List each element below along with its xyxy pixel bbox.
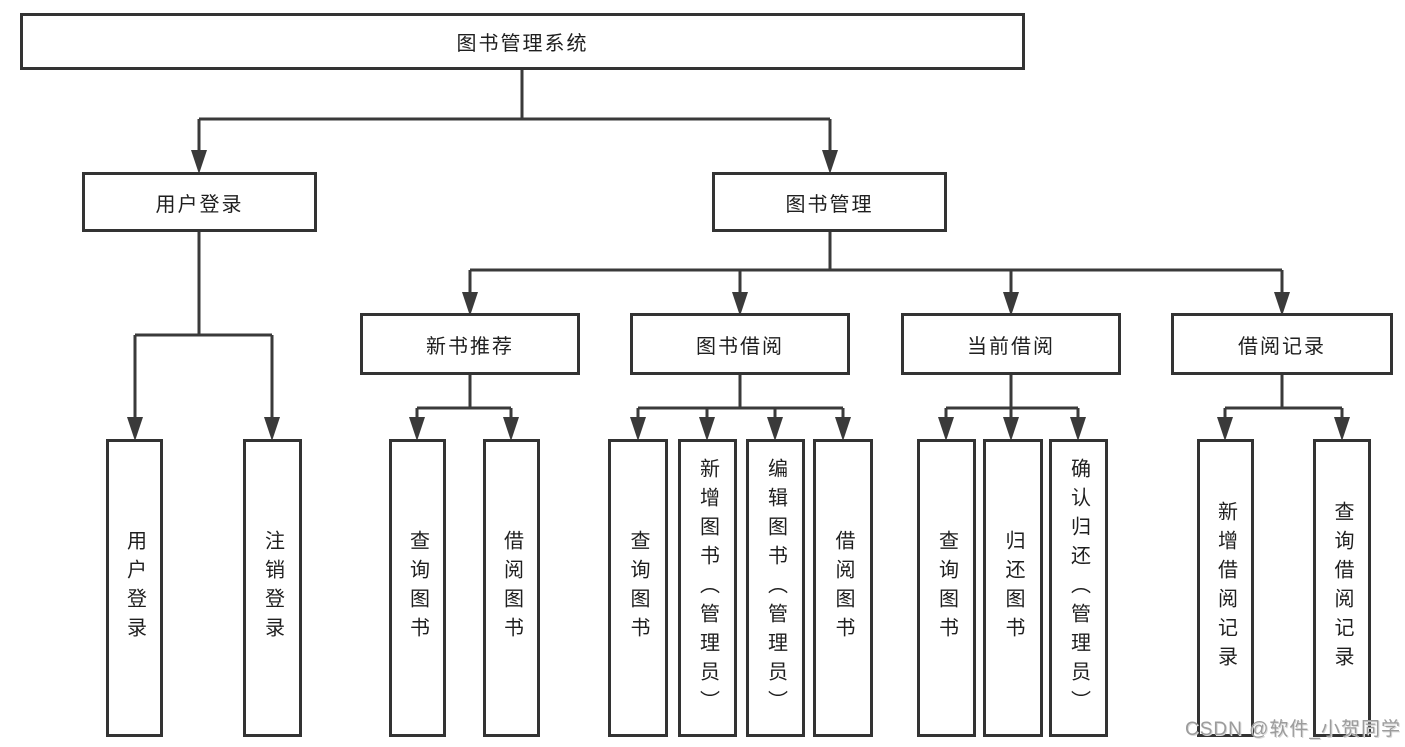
- leaf-user-login-label: 用户登录: [123, 530, 146, 646]
- connector-user-login-to-leaves: [127, 232, 280, 441]
- leaf-user-login: 用户登录: [106, 439, 163, 737]
- connector-book-management-to-level3: [462, 232, 1290, 316]
- connector-book-borrow-to-leaves: [630, 375, 851, 441]
- node-user-login-label: 用户登录: [155, 193, 244, 216]
- leaf-borrow-borrow-book-label: 借阅图书: [832, 530, 854, 646]
- leaf-current-confirm-return-admin: 确认归还（管理员）: [1049, 439, 1108, 737]
- node-book-management: 图书管理: [712, 172, 947, 232]
- leaf-borrow-query-book: 查询图书: [608, 439, 668, 737]
- node-root-label: 图书管理系统: [456, 33, 589, 55]
- leaf-current-return-book: 归还图书: [983, 439, 1043, 737]
- leaf-current-confirm-return-admin-label: 确认归还（管理员）: [1067, 457, 1090, 719]
- leaf-current-query-book-label: 查询图书: [935, 530, 958, 646]
- node-current-borrow-label: 当前借阅: [967, 335, 1055, 358]
- csdn-watermark: CSDN @软件_小贺同学: [1185, 719, 1401, 740]
- node-new-book-recommend: 新书推荐: [360, 313, 580, 375]
- leaf-record-query-record-label: 查询借阅记录: [1331, 501, 1353, 675]
- leaf-logout-label: 注销登录: [261, 530, 284, 646]
- connector-root-to-level2: [191, 70, 838, 174]
- connector-borrow-record-to-leaves: [1217, 375, 1350, 441]
- node-book-borrow-label: 图书借阅: [696, 335, 784, 358]
- leaf-recommend-borrow-book: 借阅图书: [483, 439, 540, 737]
- leaf-recommend-query-book-label: 查询图书: [406, 530, 429, 646]
- node-current-borrow: 当前借阅: [901, 313, 1121, 375]
- leaf-current-return-book-label: 归还图书: [1002, 530, 1024, 646]
- node-borrow-record: 借阅记录: [1171, 313, 1393, 375]
- leaf-borrow-edit-book-admin-label: 编辑图书（管理员）: [764, 457, 787, 719]
- leaf-recommend-borrow-book-label: 借阅图书: [500, 530, 523, 646]
- connector-current-borrow-to-leaves: [938, 375, 1086, 441]
- node-book-management-label: 图书管理: [785, 193, 874, 216]
- leaf-logout: 注销登录: [243, 439, 302, 737]
- leaf-current-query-book: 查询图书: [917, 439, 976, 737]
- leaf-borrow-add-book-admin-label: 新增图书（管理员）: [696, 457, 719, 719]
- connector-new-book-recommend-to-leaves: [409, 375, 519, 441]
- node-borrow-record-label: 借阅记录: [1238, 335, 1326, 358]
- leaf-borrow-add-book-admin: 新增图书（管理员）: [678, 439, 737, 737]
- leaf-borrow-query-book-label: 查询图书: [627, 530, 649, 646]
- leaf-borrow-borrow-book: 借阅图书: [813, 439, 873, 737]
- node-root-library-system: 图书管理系统: [20, 13, 1025, 70]
- leaf-record-add-record: 新增借阅记录: [1197, 439, 1254, 737]
- leaf-record-add-record-label: 新增借阅记录: [1214, 501, 1237, 675]
- leaf-borrow-edit-book-admin: 编辑图书（管理员）: [746, 439, 805, 737]
- node-book-borrow: 图书借阅: [630, 313, 850, 375]
- node-user-login: 用户登录: [82, 172, 317, 232]
- node-new-book-recommend-label: 新书推荐: [426, 335, 514, 358]
- leaf-recommend-query-book: 查询图书: [389, 439, 446, 737]
- leaf-record-query-record: 查询借阅记录: [1313, 439, 1371, 737]
